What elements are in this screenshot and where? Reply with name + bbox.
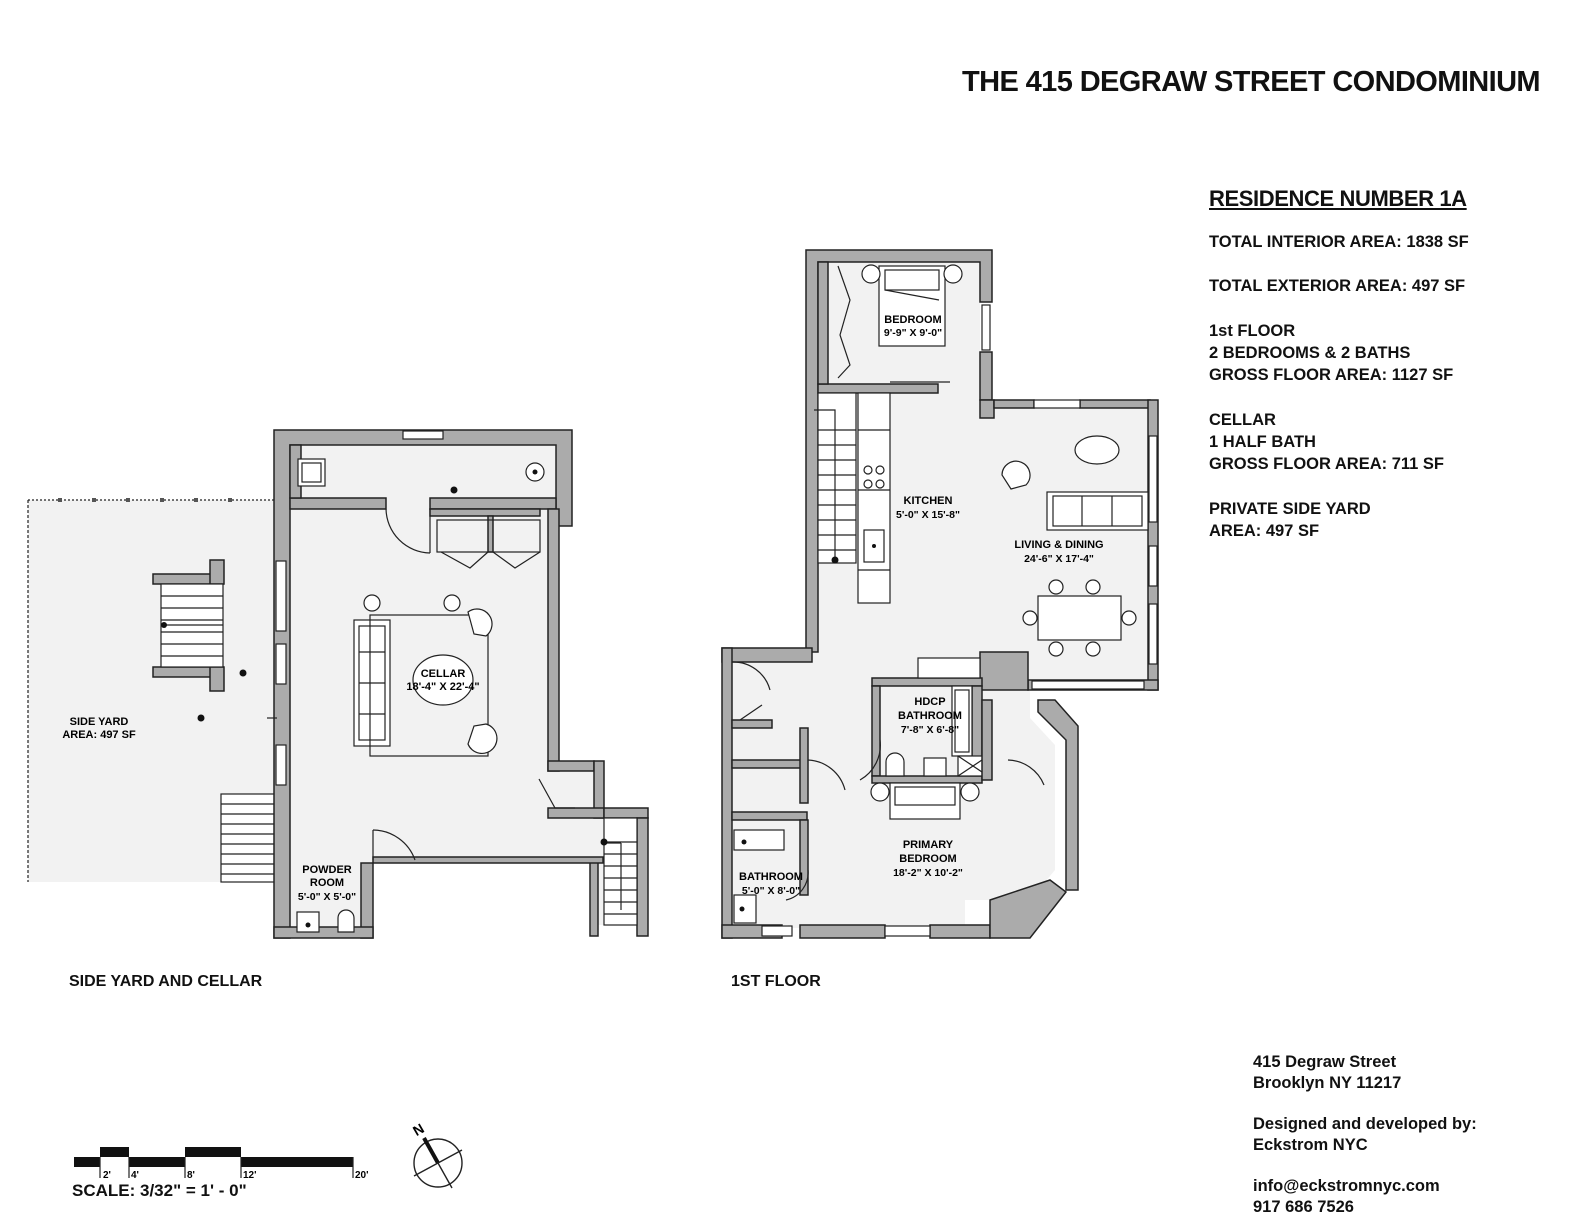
bedroom-label: BEDROOM [884,314,941,326]
first-floor-label: 1st FLOOR [1209,322,1296,340]
hdcp-bathroom-dims: 7'-8" X 6'-8" [901,724,959,736]
cellar-area: GROSS FLOOR AREA: 711 SF [1209,455,1445,473]
scale-tick-2: 2' [103,1170,111,1181]
cellar-label: CELLAR [1209,411,1276,429]
cellar-room-dims: 18'-4" X 22'-4" [406,681,479,693]
side-yard-room-area: AREA: 497 SF [62,729,136,741]
total-exterior-area: TOTAL EXTERIOR AREA: 497 SF [1209,277,1466,295]
address-line-2: Brooklyn NY 11217 [1253,1074,1402,1092]
cellar-room-label: CELLAR [421,668,466,680]
designed-by-label: Designed and developed by: [1253,1115,1477,1133]
primary-bedroom-label: BEDROOM [899,853,956,865]
cellar-info: CELLAR 1 HALF BATH GROSS FLOOR AREA: 711… [1209,409,1444,475]
north-arrow-icon: N [410,1120,463,1189]
page-title: THE 415 DEGRAW STREET CONDOMINIUM [962,66,1541,98]
side-yard-plan: SIDE YARD AREA: 497 SF [27,498,280,883]
scale-tick-12: 12' [243,1170,257,1181]
hdcp-bathroom-label: BATHROOM [898,710,962,722]
side-yard-room-label: SIDE YARD [70,716,129,728]
kitchen-label: KITCHEN [904,495,953,507]
powder-room-dims: 5'-0" X 5'-0" [298,891,356,903]
scale-label: SCALE: 3/32" = 1' - 0" [72,1181,247,1200]
primary-label: PRIMARY [903,839,954,851]
primary-bedroom-dims: 18'-2" X 10'-2" [893,867,963,879]
first-floor-rooms: 2 BEDROOMS & 2 BATHS [1209,344,1411,362]
cellar-rooms: 1 HALF BATH [1209,433,1316,451]
scale-tick-8: 8' [187,1170,195,1181]
scale-tick-20: 20' [355,1170,369,1181]
residence-heading: RESIDENCE NUMBER 1A [1209,186,1467,211]
developer-block: Designed and developed by: Eckstrom NYC [1253,1114,1477,1156]
side-yard-area: AREA: 497 SF [1209,522,1320,540]
scale-tick-4: 4' [131,1170,139,1181]
north-letter: N [410,1120,427,1139]
contact-block: info@eckstromnyc.com 917 686 7526 [1253,1176,1440,1218]
kitchen-dims: 5'-0" X 15'-8" [896,509,960,521]
first-floor-area: GROSS FLOOR AREA: 1127 SF [1209,366,1454,384]
side-yard-label: PRIVATE SIDE YARD [1209,500,1371,518]
bathroom-dims: 5'-0" X 8'-0" [742,885,800,897]
bathroom-label: BATHROOM [739,871,803,883]
first-floor-plan: BEDROOM 9'-9" X 9'-0" KITCHEN 5'-0" X 15… [721,249,1159,939]
address-line-1: 415 Degraw Street [1253,1053,1397,1071]
first-floor-info: 1st FLOOR 2 BEDROOMS & 2 BATHS GROSS FLO… [1209,320,1453,386]
contact-phone: 917 686 7526 [1253,1198,1354,1216]
scale-bar: 2' 4' 8' 12' 20' [74,1147,369,1181]
first-floor-caption: 1ST FLOOR [731,973,821,990]
cellar-plan: CELLAR 18'-4" X 22'-4" POWDER ROOM 5'-0"… [267,429,649,939]
developer-name: Eckstrom NYC [1253,1136,1368,1154]
cellar-plan-caption: SIDE YARD AND CELLAR [69,973,263,990]
living-dining-label: LIVING & DINING [1014,539,1103,551]
address-block: 415 Degraw Street Brooklyn NY 11217 [1253,1052,1401,1094]
total-interior-area: TOTAL INTERIOR AREA: 1838 SF [1209,233,1469,251]
hdcp-label: HDCP [914,696,945,708]
powder-room-label-1: POWDER [302,864,352,876]
powder-room-label-2: ROOM [310,877,344,889]
bedroom-dims: 9'-9" X 9'-0" [884,327,942,339]
contact-email: info@eckstromnyc.com [1253,1177,1440,1195]
living-dining-dims: 24'-6" X 17'-4" [1024,553,1094,565]
side-yard-info: PRIVATE SIDE YARD AREA: 497 SF [1209,498,1371,542]
